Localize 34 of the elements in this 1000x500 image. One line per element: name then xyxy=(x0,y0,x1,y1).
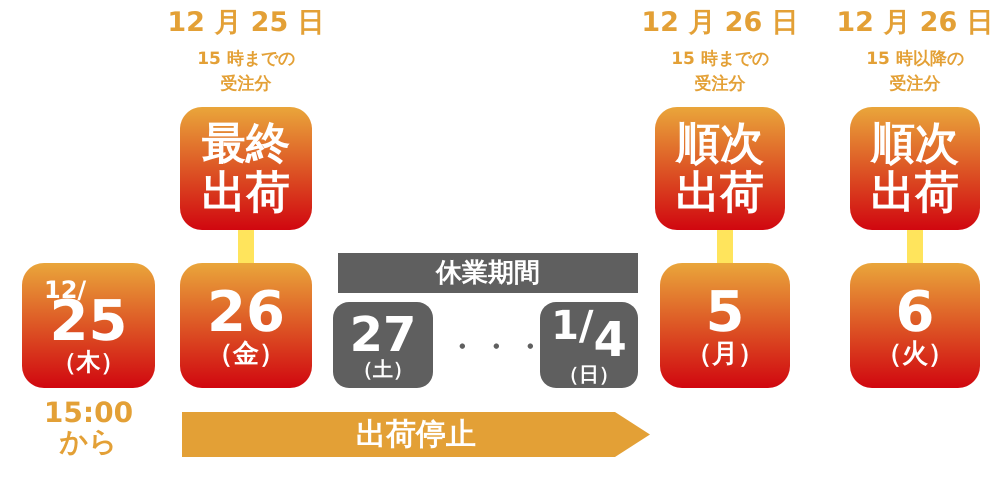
shipping-text: 最終出荷 xyxy=(201,120,291,217)
connector xyxy=(717,230,733,263)
date-heading: 12 月 26 日 xyxy=(835,7,995,38)
date-number: 6 xyxy=(896,284,934,340)
weekday-text: （火） xyxy=(876,340,954,366)
note-text: 15:00 から xyxy=(44,398,134,457)
weekday-text: （月） xyxy=(686,340,764,366)
date-box xyxy=(180,263,312,388)
shipping-text: 順次出荷 xyxy=(869,120,960,217)
date-heading: 12 月 26 日 xyxy=(640,7,800,38)
arrow-band xyxy=(182,412,650,457)
order-note: 15 時までの受注分 xyxy=(670,48,770,96)
date-box xyxy=(660,263,790,388)
date-number: $^{1/}$4 xyxy=(551,306,627,364)
ellipsis-dots: ・・・ xyxy=(448,329,550,365)
date-heading: 12 月 25 日 xyxy=(166,7,326,38)
connector xyxy=(238,230,254,263)
date-box xyxy=(850,263,980,388)
date-number: 27 xyxy=(350,311,416,359)
shipping-text: 順次出荷 xyxy=(674,120,765,217)
order-note: 15 時までの受注分 xyxy=(196,48,296,96)
weekday-text: （土） xyxy=(353,359,413,379)
weekday-text: （金） xyxy=(207,340,285,366)
band-title: 休業期間 xyxy=(436,260,540,286)
connector xyxy=(907,230,923,263)
date-number: 5 xyxy=(706,284,744,340)
stop-text: 出荷停止 xyxy=(356,420,476,450)
holiday-banner xyxy=(338,253,638,293)
holiday-box xyxy=(333,302,433,388)
weekday-text: （日） xyxy=(559,364,619,384)
order-note: 15 時以降の受注分 xyxy=(865,48,965,96)
holiday-box xyxy=(540,302,638,388)
date-number: 26 xyxy=(207,284,285,340)
weekday-text: （木） xyxy=(52,350,124,374)
